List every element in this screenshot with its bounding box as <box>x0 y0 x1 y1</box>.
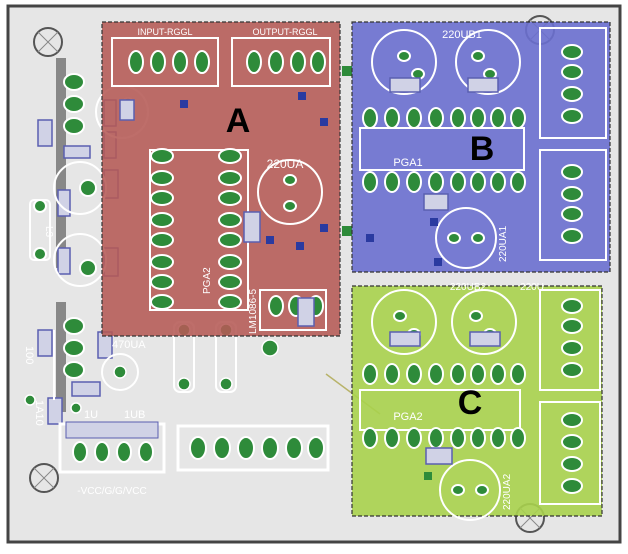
label-1ub: 1UB <box>124 409 145 421</box>
region-c-label: C <box>458 384 483 422</box>
label-input-rggl: INPUT-RGGL <box>137 27 192 37</box>
label-pinout: -VCC/G/G/VCC <box>77 486 146 497</box>
label-470ua: 470UA <box>112 339 146 351</box>
region-b: 220UB1 PGA1 220UA1 B <box>351 21 611 273</box>
label-220u-c: 220U <box>520 282 544 293</box>
mounting-hole-icon <box>33 27 63 57</box>
label-220ua: 220UA <box>267 157 304 171</box>
mounting-hole-icon <box>29 463 59 493</box>
region-b-label: B <box>470 130 495 168</box>
label-pga2-a: PGA2 <box>202 267 213 294</box>
label-l3: L3 <box>43 226 54 238</box>
label-pga2-c: PGA2 <box>393 411 422 423</box>
label-100: 100 <box>23 346 35 364</box>
region-a-label: A <box>226 102 251 140</box>
label-1a10: 1A10 <box>33 400 45 426</box>
label-220ub2: 220UB2 <box>450 282 487 293</box>
region-a: INPUT-RGGL OUTPUT-RGGL 220UA PGA2 LM1086… <box>101 21 352 337</box>
label-pga1: PGA1 <box>393 157 422 169</box>
label-1u: 1U <box>84 409 98 421</box>
label-220ub1: 220UB1 <box>442 29 482 41</box>
label-220ua1: 220UA1 <box>498 225 509 262</box>
silkscreen-labels: 470UA 1U 1UB 100 1A10 L3 -VCC/G/G/VCC <box>23 226 147 497</box>
label-lm1086: LM1086-5 <box>248 289 259 334</box>
label-220ua2: 220UA2 <box>502 473 513 510</box>
label-output-rggl: OUTPUT-RGGL <box>252 27 317 37</box>
region-c: 220UB2 220U PGA2 220UA2 C <box>351 282 603 521</box>
